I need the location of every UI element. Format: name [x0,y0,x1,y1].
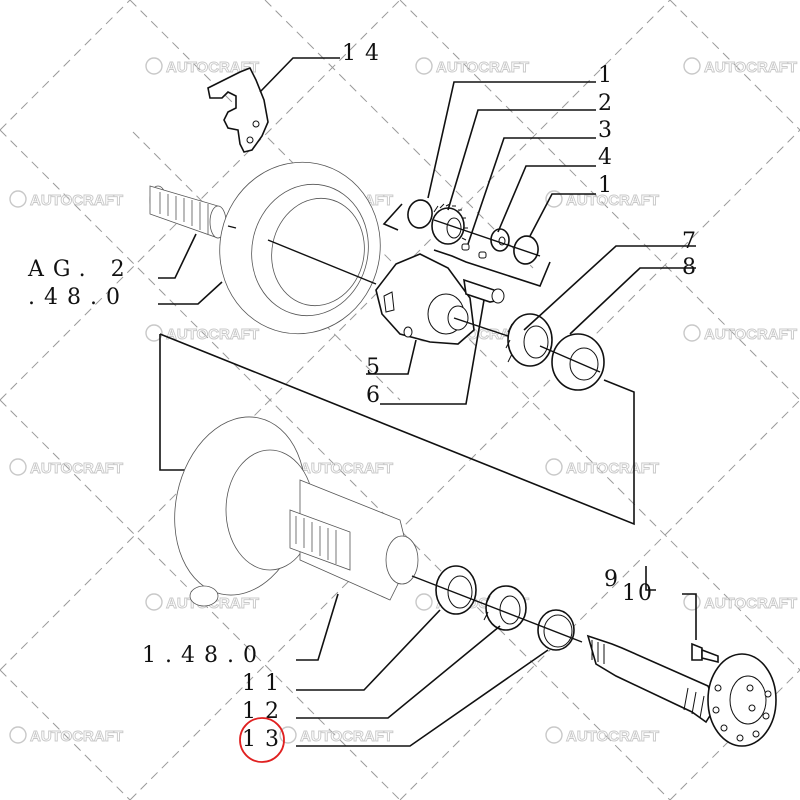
svg-text:AUTOCRAFT: AUTOCRAFT [166,326,259,343]
watermark: AUTOCRAFT [9,726,123,745]
svg-text:AUTOCRAFT: AUTOCRAFT [566,460,659,477]
watermark: AUTOCRAFT [545,726,659,745]
callout-12: 12 [242,699,288,724]
watermark: AUTOCRAFT [9,458,123,477]
part-splined-shaft[interactable] [149,185,227,239]
axis-line [539,345,601,373]
part-ring-gear[interactable] [204,147,396,349]
watermark: AUTOCRAFT [145,57,259,76]
watermark: AUTOCRAFT [279,726,393,745]
axis-line [411,575,583,643]
callout-1b: 1 [598,173,621,198]
part-11-bearing-cup[interactable] [435,565,477,615]
watermarks: AUTOCRAFT AUTOCRAFT AUTOCRAFT AUTOCRAFT … [9,57,797,745]
svg-text:AUTOCRAFT: AUTOCRAFT [566,192,659,209]
axis-line [227,225,237,229]
part-6-pin[interactable] [463,278,505,304]
watermark: AUTOCRAFT [683,593,797,612]
watermark: AUTOCRAFT [683,324,797,343]
part-10-axle-shaft[interactable] [586,634,777,747]
callout-1480: 1.48.0 [142,643,266,668]
part-3-pins[interactable] [461,243,487,259]
axis-line [433,219,541,257]
callout-6: 6 [366,383,389,408]
callout-8: 8 [682,255,705,280]
svg-text:AUTOCRAFT: AUTOCRAFT [436,59,529,76]
watermark: AUTOCRAFT [545,458,659,477]
svg-text:AUTOCRAFT: AUTOCRAFT [30,460,123,477]
svg-text:AUTOCRAFT: AUTOCRAFT [300,728,393,745]
callout-7: 7 [682,229,705,254]
highlight-circle-13 [239,717,285,763]
svg-text:AUTOCRAFT: AUTOCRAFT [30,192,123,209]
svg-text:AUTOCRAFT: AUTOCRAFT [300,460,393,477]
callout-3: 3 [598,118,621,143]
callout-13: 13 [242,727,288,752]
part-9-bolt[interactable] [691,642,719,664]
part-14-lock-plate[interactable] [207,66,269,153]
svg-text:AUTOCRAFT: AUTOCRAFT [166,59,259,76]
part-7-bearing-cone[interactable] [505,313,553,367]
part-5-diff-housing[interactable] [375,253,475,345]
leader-lines [158,57,697,747]
part-axle-housing[interactable] [159,405,419,608]
watermark: AUTOCRAFT [415,57,529,76]
callout-ag2: AG. 2 [27,257,134,282]
watermark: AUTOCRAFT [145,324,259,343]
part-1-snap-ring[interactable] [406,198,434,230]
svg-text:AUTOCRAFT: AUTOCRAFT [30,728,123,745]
callout-14: 14 [342,41,388,66]
part-2-planet-gear[interactable] [431,203,468,245]
callout-labels: 14 1 2 3 4 1 7 8 AG. 2 .48.0 5 6 9 10 1.… [27,41,705,752]
svg-text:AUTOCRAFT: AUTOCRAFT [704,59,797,76]
svg-text:AUTOCRAFT: AUTOCRAFT [566,728,659,745]
watermark: AUTOCRAFT [9,190,123,209]
callout-9: 9 [604,567,620,592]
callout-5: 5 [366,355,389,380]
part-1-snap-ring-right[interactable] [512,234,540,266]
watermark: AUTOCRAFT [545,190,659,209]
callout-11: 11 [242,671,288,696]
callout-2: 2 [598,91,621,116]
watermark: AUTOCRAFT [683,57,797,76]
callout-4: 4 [598,145,621,170]
callout-1a: 1 [598,63,621,88]
svg-text:AUTOCRAFT: AUTOCRAFT [704,326,797,343]
svg-text:AUTOCRAFT: AUTOCRAFT [704,595,797,612]
part-13-seal-ring[interactable] [537,609,575,651]
callout-480: .48.0 [28,285,129,310]
part-12-bearing-cone[interactable] [483,585,527,631]
axis-line [267,239,377,285]
part-group-bracket [382,203,551,287]
callout-10: 10 [622,581,654,606]
